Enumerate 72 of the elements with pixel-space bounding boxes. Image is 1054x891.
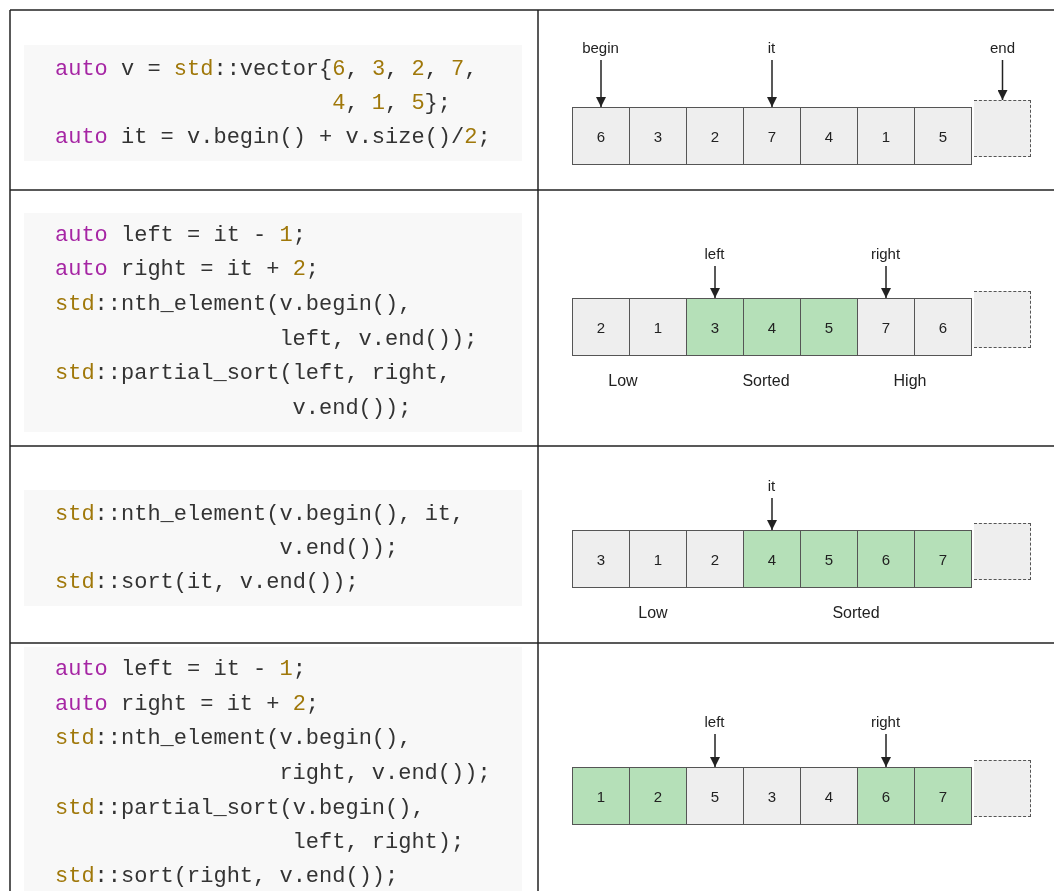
array-cell: 4 — [743, 298, 801, 356]
code-line: auto right = it + 2; — [55, 691, 320, 719]
pointer-label: it — [741, 38, 802, 58]
range-caption: High — [893, 371, 927, 391]
array-cell: 7 — [743, 107, 801, 165]
code-line: auto v = std::vector{6, 3, 2, 7, — [55, 56, 478, 84]
pointer-label: right — [855, 712, 916, 732]
code-line: right, v.end()); — [279, 760, 491, 788]
code-line: auto left = it - 1; — [55, 656, 306, 684]
arrow — [710, 265, 720, 299]
code-line: auto right = it + 2; — [55, 256, 320, 284]
pointer-label: it — [741, 476, 802, 496]
array-cell: 6 — [857, 530, 915, 588]
arrow — [767, 497, 777, 531]
array-cell: 2 — [572, 298, 630, 356]
array-cell: 2 — [686, 107, 744, 165]
array-cell: 5 — [686, 767, 744, 825]
code-line: v.end()); — [279, 535, 399, 563]
array-cell: 7 — [914, 530, 972, 588]
array-cell: 7 — [914, 767, 972, 825]
range-caption: Sorted — [832, 603, 880, 623]
code-line: auto it = v.begin() + v.size()/2; — [55, 124, 491, 152]
pointer-label: left — [684, 244, 745, 264]
code-line: std::partial_sort(left, right, — [55, 360, 452, 388]
range-caption: Sorted — [742, 371, 790, 391]
arrow — [767, 59, 777, 108]
array-cell: 6 — [857, 767, 915, 825]
code-line: std::sort(it, v.end()); — [55, 569, 359, 597]
array-cell: 2 — [686, 530, 744, 588]
code-line: std::nth_element(v.begin(), — [55, 725, 412, 753]
empty-cell — [974, 523, 1031, 580]
array-cell: 5 — [800, 530, 858, 588]
code-line: left, right); — [292, 829, 465, 857]
array-cell: 3 — [629, 107, 687, 165]
array-cell: 3 — [743, 767, 801, 825]
arrow — [710, 733, 720, 768]
empty-cell — [974, 291, 1031, 348]
code-line: left, v.end()); — [279, 326, 478, 354]
range-caption: Low — [608, 371, 638, 391]
arrow — [881, 733, 891, 768]
arrow — [881, 265, 891, 299]
array-cell: 4 — [800, 767, 858, 825]
code-line: v.end()); — [292, 395, 412, 423]
array-cell: 1 — [572, 767, 630, 825]
array-cell: 3 — [686, 298, 744, 356]
code-line: auto left = it - 1; — [55, 222, 306, 250]
array-cell: 4 — [800, 107, 858, 165]
array-cell: 6 — [572, 107, 630, 165]
array-cell: 1 — [857, 107, 915, 165]
pointer-label: end — [972, 38, 1033, 58]
pointer-label: begin — [570, 38, 631, 58]
code-line: 4, 1, 5}; — [332, 90, 451, 118]
array-cell: 4 — [743, 530, 801, 588]
arrow — [997, 59, 1008, 101]
code-line: std::partial_sort(v.begin(), — [55, 795, 425, 823]
arrow — [596, 59, 606, 108]
array-cell: 5 — [914, 107, 972, 165]
array-cell: 7 — [857, 298, 915, 356]
array-cell: 6 — [914, 298, 972, 356]
array-cell: 3 — [572, 530, 630, 588]
code-line: std::nth_element(v.begin(), — [55, 291, 412, 319]
empty-cell — [974, 760, 1031, 817]
array-cell: 1 — [629, 298, 687, 356]
array-cell: 1 — [629, 530, 687, 588]
pointer-label: left — [684, 712, 745, 732]
array-cell: 2 — [629, 767, 687, 825]
pointer-label: right — [855, 244, 916, 264]
range-caption: Low — [638, 603, 668, 623]
array-cell: 5 — [800, 298, 858, 356]
empty-cell — [974, 100, 1031, 157]
code-line: std::nth_element(v.begin(), it, — [55, 501, 465, 529]
code-line: std::sort(right, v.end()); — [55, 863, 399, 891]
